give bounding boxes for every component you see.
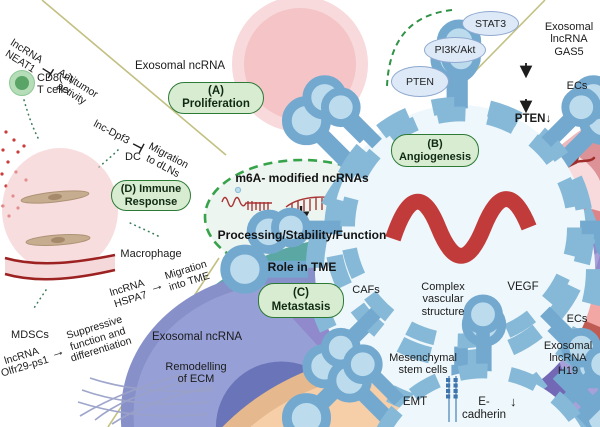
mdscs-label: MDSCs (11, 329, 49, 341)
pathway-node-stat3: STAT3 (462, 11, 519, 36)
emt-label: EMT (402, 396, 428, 408)
cd8-t-cell-icon (9, 70, 35, 96)
arrow-symbol: → (48, 341, 67, 361)
e-cadherin-label: E-cadherin (461, 396, 507, 421)
gas5-label: Exosomal lncRNA GAS5 (544, 21, 594, 58)
msc-label: Mesenchymal stem cells (389, 352, 457, 377)
pathway-dashed-arc (386, 9, 453, 87)
macrophage-label: Macrophage (120, 248, 182, 260)
pill-proliferation: (A) Proliferation (168, 82, 264, 114)
ecs-label-bottom: ECs (566, 313, 588, 325)
ecm-mesh-icon (77, 373, 215, 425)
center-step-processing: Processing/Stability/Function (217, 228, 387, 242)
rna-linear-icon (221, 196, 272, 211)
h19-label: Exosomal lncRNA H19 (543, 340, 593, 377)
e-cadherin-down-arrow: ↓ (510, 394, 517, 409)
vegf-label: VEGF (507, 281, 539, 293)
arrow-symbol: → (147, 275, 166, 295)
cd8-t-cells-label: CD8(+) T cells (37, 72, 73, 97)
exosomal-ncrna-label-top: Exosomal ncRNA (134, 60, 226, 72)
pathway-node-pi3k-akt: PI3K/Akt (424, 37, 486, 63)
tme-cell-cluster-icon (2, 148, 600, 427)
pathway-node-pten: PTEN (391, 66, 449, 97)
e-cadherin-icon (446, 376, 458, 422)
fibroblast-icon (20, 190, 91, 246)
cafs-label: CAFs (352, 284, 380, 296)
pill-metastasis: (C) Metastasis (258, 283, 344, 318)
blood-vessel-icon (4, 253, 116, 281)
exosomal-ncrna-label-bottom: Exosomal ncRNA (151, 331, 243, 343)
pten-down-label: PTEN↓ (514, 113, 552, 125)
pill-immune-response: (D) Immune Response (111, 180, 191, 211)
pill-angiogenesis: (B) Angiogenesis (391, 134, 479, 167)
complex-vascular-label: Complex vascular structure (421, 281, 465, 318)
ecm-remodelling-label: Remodelling of ECM (165, 361, 227, 386)
m6a-mark-icon (234, 186, 242, 194)
dc-label: DC (125, 151, 141, 163)
center-title: m6A- modified ncRNAs (235, 171, 369, 185)
ecs-label-top: ECs (566, 80, 588, 92)
center-step-role: Role in TME (267, 260, 337, 274)
